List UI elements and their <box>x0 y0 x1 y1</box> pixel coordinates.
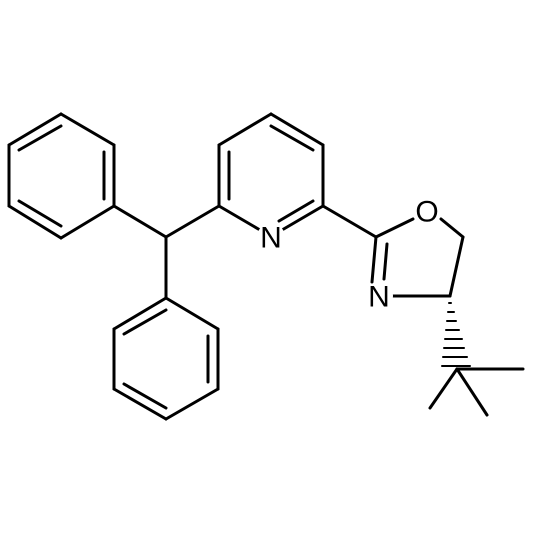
bond <box>59 204 116 240</box>
bond-inner <box>269 124 315 152</box>
bond-inner <box>122 308 168 336</box>
tert-butyl-group <box>428 367 525 417</box>
hashed-wedge-bond <box>441 302 471 367</box>
oxazoline-ring <box>370 217 465 298</box>
atom-pyridine-n: N <box>257 222 285 255</box>
bond-inner <box>382 242 389 281</box>
bond-inner <box>277 199 315 223</box>
bond <box>280 204 325 232</box>
bond <box>439 217 465 239</box>
bond-inner <box>17 199 63 228</box>
atom-oxazoline-n: N <box>365 281 393 314</box>
bond-inner <box>17 124 63 152</box>
pyridine-ring <box>217 112 325 232</box>
bond <box>217 112 273 147</box>
bond <box>269 112 325 147</box>
bond-pyridine-oxazoline <box>321 204 378 239</box>
atom-label-n: N <box>260 222 282 255</box>
bond <box>164 387 220 421</box>
bond <box>164 296 220 331</box>
phenyl-ring-lower <box>112 296 220 421</box>
bond <box>112 387 168 421</box>
bond-phenyl-upper-ch <box>112 204 168 239</box>
atom-label-o: O <box>415 196 438 229</box>
bond <box>112 296 168 331</box>
atom-label-n: N <box>368 281 390 314</box>
bond-inner <box>122 382 168 410</box>
bond <box>374 217 415 239</box>
bond <box>59 112 116 147</box>
phenyl-ring-upper <box>7 112 116 240</box>
bond <box>455 367 489 417</box>
bond <box>448 235 465 298</box>
bond <box>217 204 262 232</box>
bond <box>428 367 459 410</box>
atom-oxazoline-o: O <box>413 196 441 229</box>
bond <box>7 112 63 147</box>
bond-ch-pyridine <box>164 204 221 239</box>
bond <box>370 235 378 284</box>
bond <box>7 204 63 240</box>
